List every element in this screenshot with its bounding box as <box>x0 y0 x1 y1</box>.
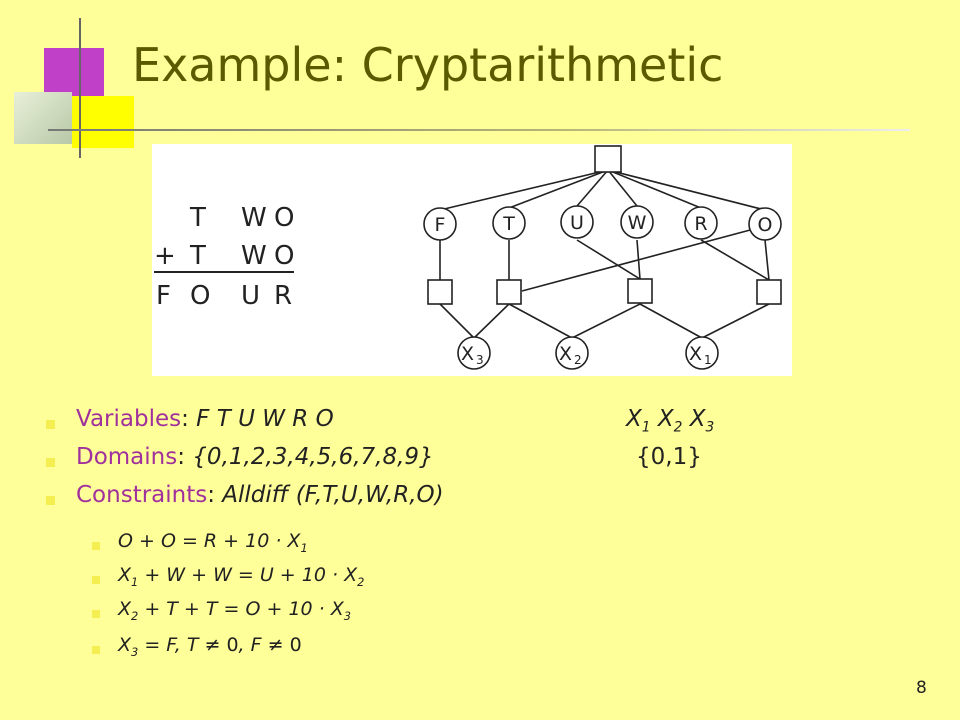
carry-label-x2: X <box>559 343 572 365</box>
edge-top-t <box>508 169 609 209</box>
bullet-marker <box>46 420 55 429</box>
variable-label-r: R <box>694 213 707 235</box>
constraints-label: Constraints <box>76 482 208 508</box>
sum-row3-col4: R <box>274 281 292 311</box>
constraints-sep: : <box>207 482 223 508</box>
sub-bullet-marker <box>92 610 100 618</box>
constraint-graph-figure: T W O + T W O F O U R <box>152 144 792 376</box>
constraint-node-2 <box>496 279 522 305</box>
sum-row3-col2: O <box>190 281 210 311</box>
constraint-node-4 <box>756 279 782 305</box>
edge-top-w <box>607 169 638 207</box>
edge-c2-x2 <box>508 303 573 339</box>
variable-node-o <box>748 207 782 241</box>
variables-value: F T U W R O <box>196 406 334 432</box>
edge-top-o <box>607 169 766 211</box>
sum-row2-col3: O <box>274 241 294 271</box>
constraint-node-alldiff <box>594 145 622 173</box>
edge-c3-x2 <box>571 303 641 339</box>
slide-title: Example: Cryptarithmetic <box>132 38 724 92</box>
variable-label-w: W <box>628 212 647 234</box>
edge-r-c4 <box>700 239 770 281</box>
domains-label: Domains <box>76 444 178 470</box>
variables-sep: : <box>181 406 197 432</box>
sum-row1-col1: T <box>189 203 206 233</box>
plus-sign: + <box>154 241 176 271</box>
carry-label-x3: X <box>461 343 474 365</box>
sum-row3-col1: F <box>156 281 171 311</box>
variables-label: Variables <box>76 406 182 432</box>
bullet-marker <box>46 458 55 467</box>
variable-node-r <box>684 206 718 240</box>
constraints-value: Alldiff (F,T,U,W,R,O) <box>222 482 444 508</box>
sum-row1-col2: W <box>241 203 267 233</box>
carry-index-x3: 3 <box>476 353 484 367</box>
constraint-graph-svg: T W O + T W O F O U R <box>154 145 782 370</box>
decor-square-yellow <box>72 96 134 148</box>
constraint-node-3 <box>627 278 653 304</box>
graph-edges <box>439 169 770 339</box>
edge-c2-o <box>521 225 766 292</box>
carry-domain: {0,1} <box>636 444 702 470</box>
bullet-marker <box>46 496 55 505</box>
variable-node-w <box>620 205 654 239</box>
carry-label-x1: X <box>689 343 702 365</box>
carry-index-x2: 2 <box>574 353 582 367</box>
constraint-node-1 <box>427 279 453 305</box>
domains-value: {0,1,2,3,4,5,6,7,8,9} <box>192 444 434 470</box>
edge-o-c4 <box>764 239 770 281</box>
variables-carries: X1 X2 X3 <box>626 406 715 436</box>
variable-label-u: U <box>570 212 584 234</box>
edge-u-c3 <box>576 239 641 280</box>
edge-c2-x3 <box>473 303 510 339</box>
edge-c4-x1 <box>701 303 770 339</box>
decor-vertical-line <box>79 18 81 158</box>
decor-square-green <box>14 92 72 144</box>
edge-top-u <box>576 169 609 207</box>
carry-node-x2 <box>555 336 589 370</box>
edge-top-r <box>607 169 702 209</box>
carry-node-x1 <box>685 336 719 370</box>
sub-bullet-marker <box>92 646 100 654</box>
domains-sep: : <box>177 444 193 470</box>
variable-label-o: O <box>758 214 773 236</box>
variable-node-u <box>560 205 594 239</box>
edge-c1-x3 <box>439 303 475 339</box>
edge-top-f <box>439 169 609 211</box>
variable-label-t: T <box>502 213 515 235</box>
sum-row2-col1: T <box>189 241 206 271</box>
carry-index-x1: 1 <box>704 353 712 367</box>
sum-row2-col2: W <box>241 241 267 271</box>
variable-node-t <box>492 206 526 240</box>
variable-node-f <box>423 207 457 241</box>
title-underline <box>48 129 910 131</box>
sum-row3-col3: U <box>241 281 260 311</box>
page-number: 8 <box>916 678 927 698</box>
sub-bullet-marker <box>92 576 100 584</box>
sum-row1-col3: O <box>274 203 294 233</box>
sub-bullet-marker <box>92 542 100 550</box>
edge-c3-x1 <box>639 303 703 339</box>
variable-label-f: F <box>435 214 446 236</box>
carry-node-x3 <box>457 336 491 370</box>
